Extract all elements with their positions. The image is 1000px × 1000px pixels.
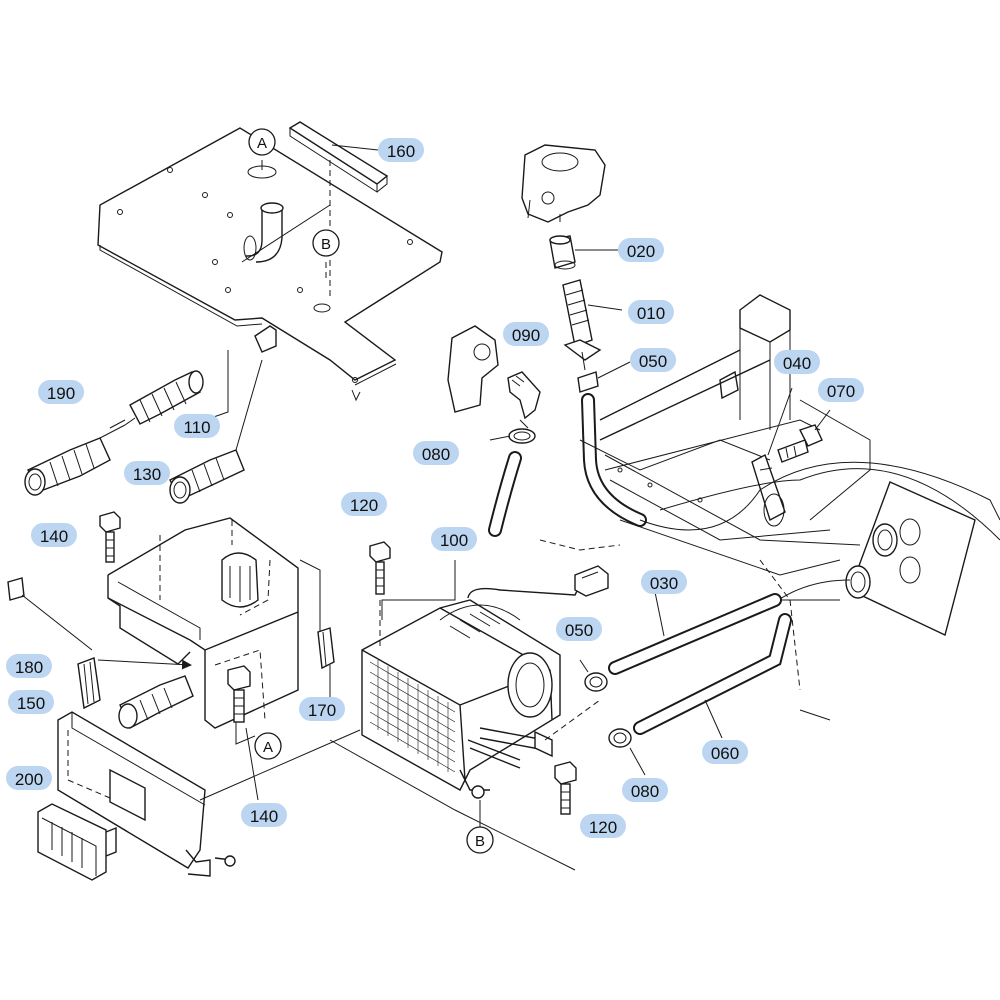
svg-text:040: 040 (783, 354, 811, 373)
svg-text:070: 070 (827, 382, 855, 401)
svg-text:140: 140 (250, 807, 278, 826)
part-label-200[interactable]: 200 (6, 766, 52, 790)
frame-structure (539, 294, 871, 721)
floor-plate (97, 127, 443, 402)
bolt-120-lower (554, 761, 577, 815)
part-label-020[interactable]: 020 (618, 238, 664, 262)
hose-030 (608, 593, 782, 675)
ref-marker-label: A (263, 739, 273, 756)
duct-housing-130 (107, 517, 299, 745)
clip-170 (317, 627, 335, 670)
part-label-030[interactable]: 030 (641, 570, 687, 594)
svg-text:200: 200 (15, 770, 43, 789)
svg-text:090: 090 (512, 326, 540, 345)
ref-marker-label: B (475, 833, 485, 850)
part-label-120-lower[interactable]: 120 (580, 814, 626, 838)
bracket-040 (751, 453, 786, 527)
valve-body (521, 144, 606, 223)
part-label-180[interactable]: 180 (6, 654, 52, 678)
ref-marker-label: B (321, 236, 331, 253)
clamp-050-lower (584, 672, 608, 692)
svg-text:120: 120 (350, 496, 378, 515)
part-label-140-lower[interactable]: 140 (241, 803, 287, 827)
svg-text:020: 020 (627, 242, 655, 261)
svg-text:130: 130 (133, 465, 161, 484)
part-label-170[interactable]: 170 (299, 697, 345, 721)
part-label-120-upper[interactable]: 120 (341, 492, 387, 516)
svg-text:050: 050 (639, 352, 667, 371)
part-label-160[interactable]: 160 (378, 138, 424, 162)
clip-top-left (7, 577, 25, 601)
svg-text:080: 080 (422, 445, 450, 464)
svg-text:170: 170 (308, 701, 336, 720)
part-label-140-upper[interactable]: 140 (31, 523, 77, 547)
hose-coupling-190 (24, 424, 126, 496)
part-label-190[interactable]: 190 (38, 380, 84, 404)
part-label-040[interactable]: 040 (774, 350, 820, 374)
part-label-110[interactable]: 110 (174, 414, 220, 438)
part-label-080-lower[interactable]: 080 (622, 778, 668, 802)
grille-200 (37, 803, 117, 881)
svg-text:080: 080 (631, 782, 659, 801)
part-label-130[interactable]: 130 (124, 461, 170, 485)
part-label-050-lower[interactable]: 050 (556, 617, 602, 641)
hose-coupling-lower (118, 675, 194, 729)
part-labels: 160 020 010 090 050 040 070 190 110 080 … (6, 138, 864, 838)
svg-text:110: 110 (183, 418, 210, 437)
svg-text:180: 180 (15, 658, 43, 677)
fitting-020 (549, 235, 576, 270)
part-label-090[interactable]: 090 (503, 322, 549, 346)
svg-text:120: 120 (589, 818, 617, 837)
bolt-070 (777, 424, 823, 463)
duct-cover-150 (57, 711, 236, 877)
ref-marker-a-bottom: A (254, 732, 282, 760)
bulkhead-plate (845, 481, 976, 636)
svg-text:030: 030 (650, 574, 678, 593)
svg-text:050: 050 (565, 621, 593, 640)
svg-text:010: 010 (637, 304, 665, 323)
svg-text:100: 100 (440, 531, 468, 550)
clamp-080-upper (508, 428, 536, 444)
part-160-strip (288, 121, 389, 193)
bolt-140-lower (227, 665, 251, 723)
part-label-150[interactable]: 150 (8, 690, 54, 714)
bolt-140-upper (99, 511, 121, 563)
hose-coupling-upper (124, 370, 204, 426)
clip-180 (77, 657, 101, 710)
svg-text:190: 190 (47, 384, 75, 403)
part-label-010[interactable]: 010 (628, 300, 674, 324)
valve-010 (562, 279, 602, 371)
clamp-080-lower (608, 728, 632, 748)
part-label-060[interactable]: 060 (702, 740, 748, 764)
heater-unit-100 (361, 565, 609, 799)
svg-text:150: 150 (17, 694, 45, 713)
part-label-070[interactable]: 070 (818, 378, 864, 402)
ref-marker-b-bottom: B (466, 826, 494, 854)
part-label-050-upper[interactable]: 050 (630, 348, 676, 372)
bolt-120-upper (369, 541, 391, 650)
elbow-bracket (447, 325, 499, 413)
part-label-100[interactable]: 100 (431, 527, 477, 551)
clamp-050-upper (577, 371, 599, 393)
elbow-090 (507, 371, 541, 420)
svg-text:160: 160 (387, 142, 415, 161)
svg-text:140: 140 (40, 527, 68, 546)
hose-060 (633, 613, 792, 735)
hose-coupling-110 (169, 359, 263, 504)
part-label-080-upper[interactable]: 080 (413, 441, 459, 465)
svg-text:060: 060 (711, 744, 739, 763)
ref-marker-a-top: A (248, 128, 276, 156)
ref-marker-b-top: B (312, 229, 340, 257)
ref-marker-label: A (257, 135, 267, 152)
